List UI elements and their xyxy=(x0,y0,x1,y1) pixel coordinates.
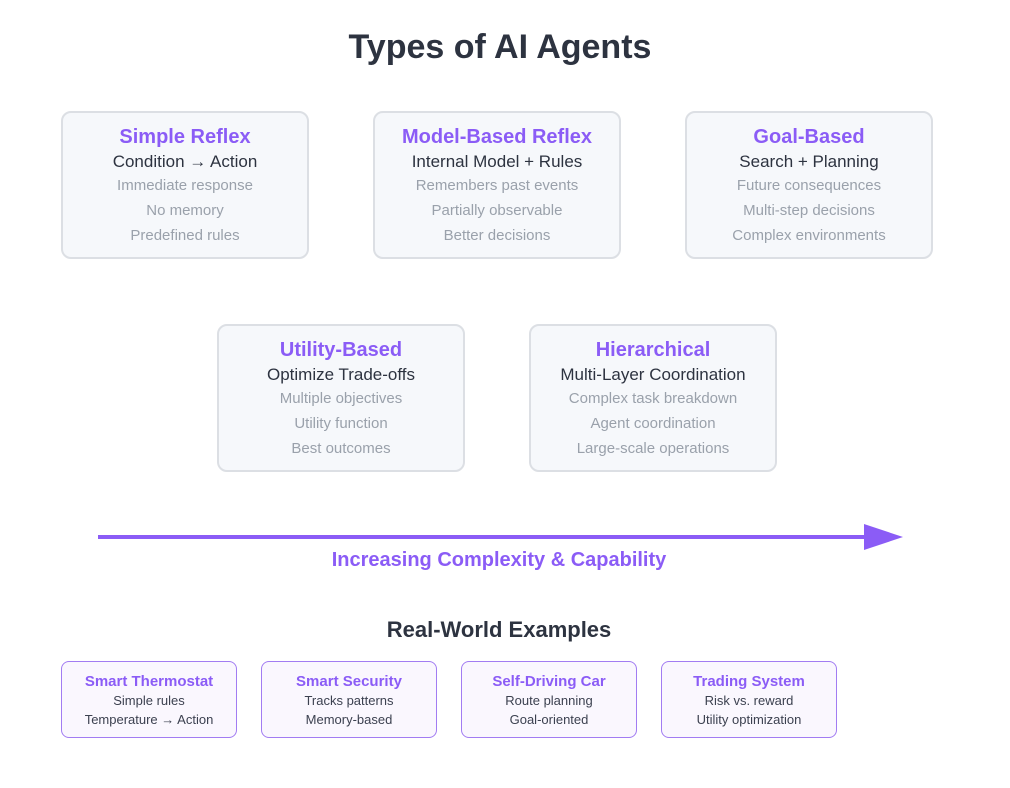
example-line: Goal-oriented xyxy=(509,712,589,727)
example-line: Utility optimization xyxy=(696,712,802,727)
example-card-self-driving-car: Self-Driving Car Route planning Goal-ori… xyxy=(461,661,637,738)
agent-card-feature: Remembers past events xyxy=(415,177,579,194)
agent-card-title: Model-Based Reflex xyxy=(401,126,593,148)
example-card-smart-security: Smart Security Tracks patterns Memory-ba… xyxy=(261,661,437,738)
agent-card-subtitle: Search + Planning xyxy=(739,152,879,171)
agent-card-subtitle: Internal Model + Rules xyxy=(411,152,583,171)
agent-card-subtitle: Multi-Layer Coordination xyxy=(560,365,746,384)
agent-card-feature: Multi-step decisions xyxy=(743,202,875,219)
agent-card-title: Hierarchical xyxy=(595,339,711,361)
agent-card-hierarchical: Hierarchical Multi-Layer Coordination Co… xyxy=(529,324,777,472)
agent-card-feature: Partially observable xyxy=(431,202,563,219)
page-title: Types of AI Agents xyxy=(348,28,652,66)
agent-card-subtitle: Optimize Trade-offs xyxy=(266,365,416,384)
complexity-arrow xyxy=(98,524,903,550)
example-card-trading-system: Trading System Risk vs. reward Utility o… xyxy=(661,661,837,738)
examples-heading: Real-World Examples xyxy=(386,617,612,642)
example-title: Smart Thermostat xyxy=(84,673,214,690)
agent-card-feature: Agent coordination xyxy=(590,415,716,432)
example-line: Tracks patterns xyxy=(304,693,394,708)
example-title: Smart Security xyxy=(296,673,402,690)
example-line: Route planning xyxy=(505,693,593,708)
agent-card-subtitle: Condition → Action xyxy=(112,152,258,171)
agent-card-feature: Complex task breakdown xyxy=(568,390,738,407)
agent-card-title: Simple Reflex xyxy=(119,126,251,148)
agent-card-title: Utility-Based xyxy=(279,339,403,361)
arrow-head-icon xyxy=(864,524,903,550)
agent-card-title: Goal-Based xyxy=(753,126,865,148)
example-line: Risk vs. reward xyxy=(704,693,794,708)
agent-card-feature: Best outcomes xyxy=(291,440,391,457)
agent-card-feature: Future consequences xyxy=(736,177,882,194)
agent-card-feature: Predefined rules xyxy=(130,227,240,244)
example-title: Trading System xyxy=(693,673,805,690)
agent-card-feature: Large-scale operations xyxy=(576,440,730,457)
agent-card-feature: Complex environments xyxy=(732,227,886,244)
agent-card-utility-based: Utility-Based Optimize Trade-offs Multip… xyxy=(217,324,465,472)
agent-card-feature: Multiple objectives xyxy=(279,390,403,407)
agent-card-simple-reflex: Simple Reflex Condition → Action Immedia… xyxy=(61,111,309,259)
agent-card-feature: Utility function xyxy=(294,415,388,432)
example-title: Self-Driving Car xyxy=(492,673,606,690)
agent-card-feature: Better decisions xyxy=(443,227,551,244)
agent-card-feature: No memory xyxy=(146,202,224,219)
agent-card-model-based-reflex: Model-Based Reflex Internal Model + Rule… xyxy=(373,111,621,259)
agent-card-feature: Immediate response xyxy=(117,177,253,194)
example-card-smart-thermostat: Smart Thermostat Simple rules Temperatur… xyxy=(61,661,237,738)
example-line: Temperature → Action xyxy=(84,712,214,727)
arrow-label: Increasing Complexity & Capability xyxy=(331,549,667,571)
agent-card-goal-based: Goal-Based Search + Planning Future cons… xyxy=(685,111,933,259)
example-line: Memory-based xyxy=(305,712,393,727)
example-line: Simple rules xyxy=(113,693,185,708)
